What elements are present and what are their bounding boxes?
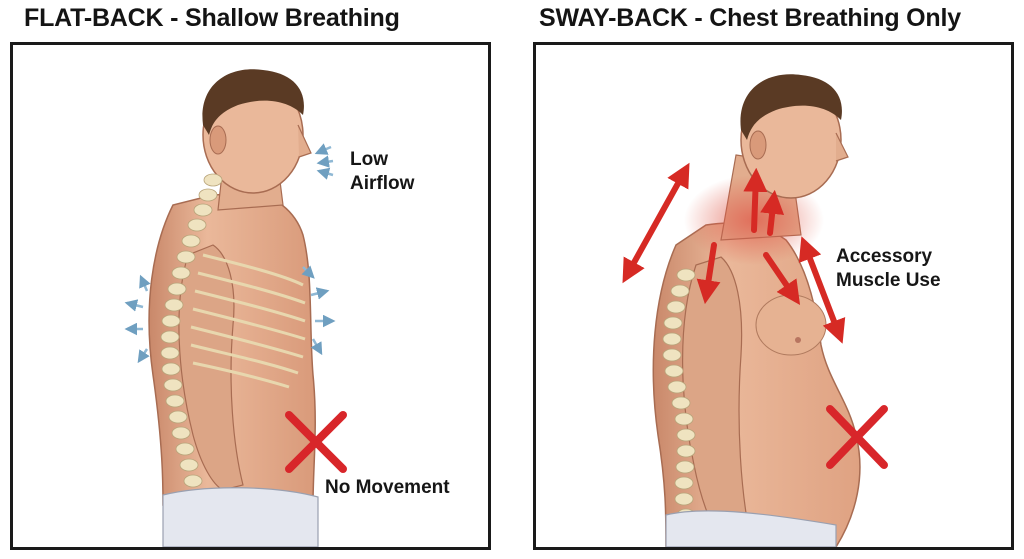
chest-arrow-down-icon (763, 252, 801, 305)
accessory-muscle-arrows (622, 162, 846, 344)
flat-back-panel: Low Airflow No Movement (10, 42, 491, 550)
accessory-muscle-label-line1: Accessory (836, 246, 933, 267)
no-movement-cross-icon (285, 411, 347, 473)
airflow-arrows (314, 143, 334, 180)
nose (297, 124, 312, 158)
waistband (162, 487, 319, 547)
flat-back-figure (124, 69, 347, 547)
chest (755, 294, 827, 356)
low-airflow-label-line1: Low (350, 149, 388, 170)
waistband (665, 510, 837, 547)
hair-icon (202, 69, 304, 135)
left-panel-title: FLAT-BACK - Shallow Breathing (24, 4, 400, 32)
nose (835, 132, 849, 162)
ear (209, 125, 227, 155)
belly-cross-icon (826, 405, 888, 469)
sway-back-figure (622, 74, 888, 547)
chest-breath-arrows (301, 265, 336, 356)
neck-arrow-up-icon-2 (760, 189, 785, 236)
right-panel-title: SWAY-BACK - Chest Breathing Only (539, 4, 961, 32)
spine (160, 173, 223, 488)
shoulder-arrow-down-icon (696, 242, 721, 305)
back-breath-arrows (124, 274, 151, 364)
sway-back-panel: Accessory Muscle Use (533, 42, 1014, 550)
ribcage (190, 253, 306, 389)
hair-icon (740, 74, 842, 140)
accessory-muscle-label-line2: Muscle Use (836, 270, 941, 291)
low-airflow-label-line2: Airflow (350, 173, 415, 194)
no-movement-label: No Movement (325, 477, 450, 498)
spine (662, 268, 696, 522)
neck-arrow-up-icon (743, 167, 768, 233)
chest-double-arrow-icon (798, 236, 846, 344)
nipple (795, 337, 801, 343)
ear (749, 130, 767, 160)
shoulder-double-arrow-icon (622, 162, 690, 284)
